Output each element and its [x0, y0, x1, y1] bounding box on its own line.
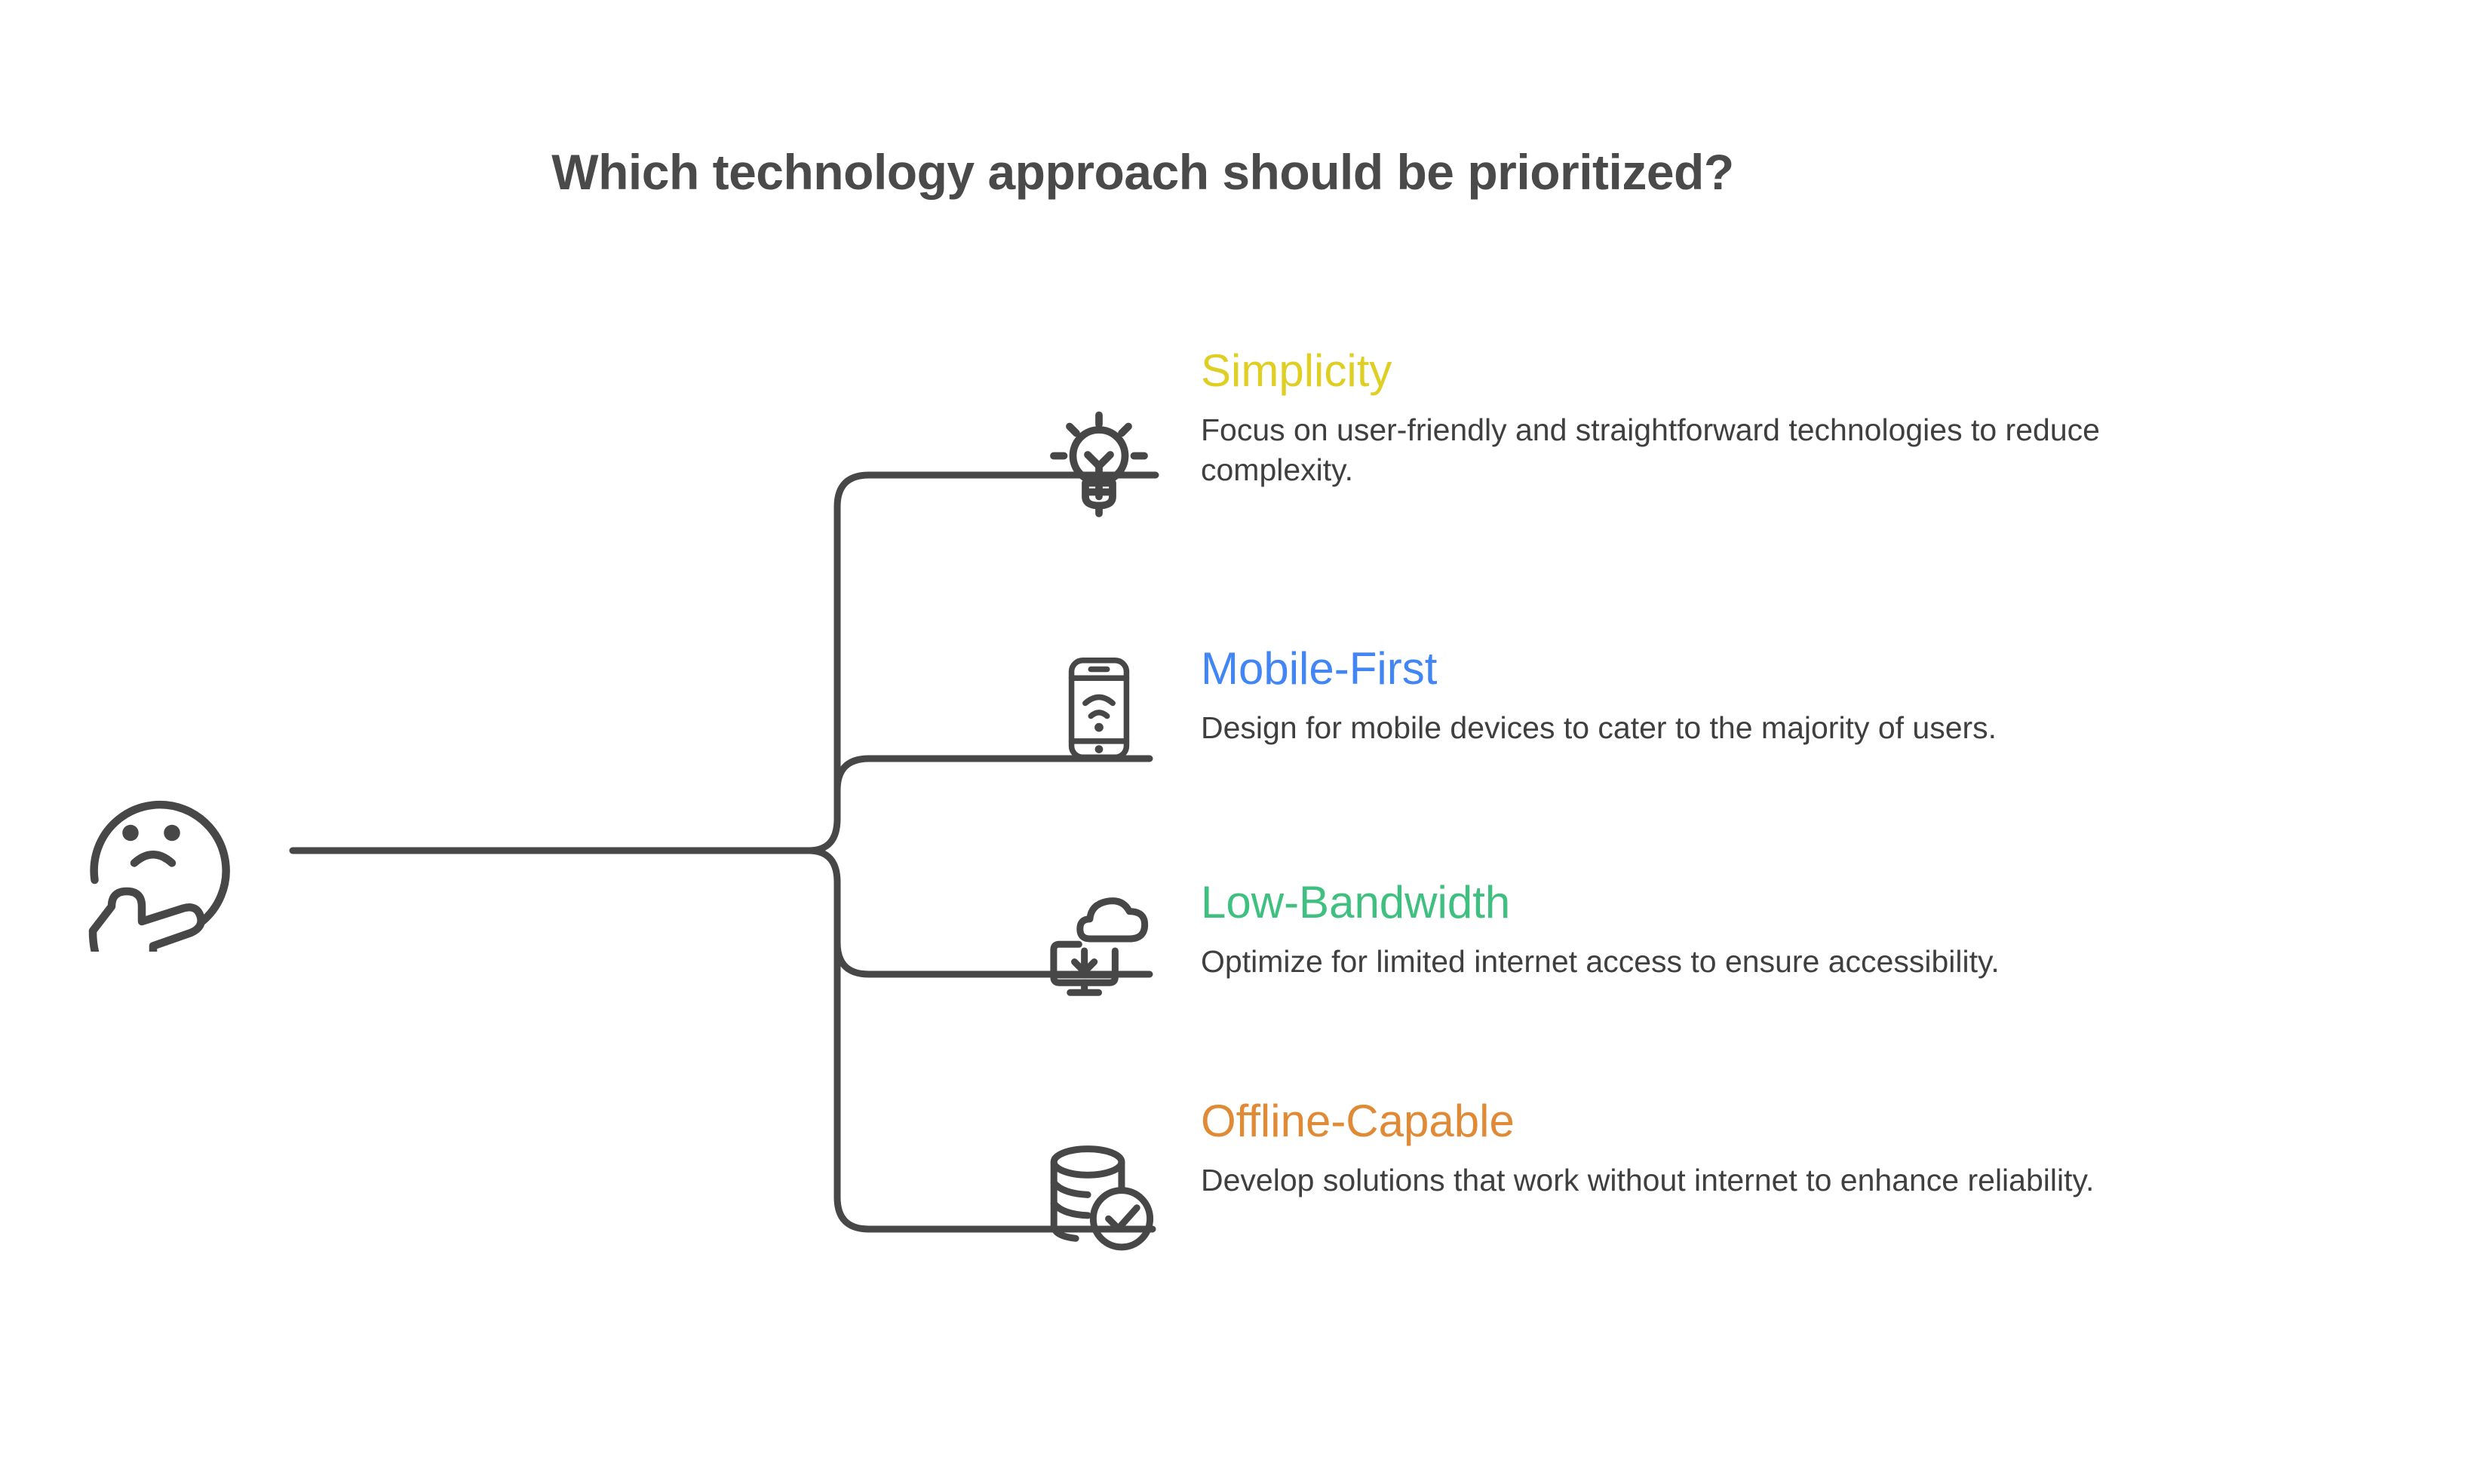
branch-heading: Mobile-First — [1201, 643, 1438, 694]
branch-text-offline-capable: Offline-Capable Develop solutions that w… — [1201, 1097, 2117, 1200]
page-title: Which technology approach should be prio… — [551, 144, 1734, 200]
branch-heading: Simplicity — [1201, 345, 1392, 396]
branch-heading: Offline-Capable — [1201, 1096, 1515, 1146]
branch-body: Optimize for limited internet access to … — [1201, 943, 2000, 979]
branch-text-low-bandwidth: Low-Bandwidth Optimize for limited inter… — [1201, 878, 2117, 982]
branch-body: Develop solutions that work without inte… — [1201, 1162, 2095, 1197]
thinking-face-icon — [88, 800, 230, 952]
branch-text-simplicity: Simplicity Focus on user-friendly and st… — [1201, 347, 2117, 490]
mobile-wifi-icon — [1068, 657, 1130, 761]
database-check-icon — [1050, 1145, 1154, 1251]
branch-body: Design for mobile devices to cater to th… — [1201, 710, 1997, 745]
cloud-download-monitor-icon — [1050, 897, 1149, 996]
branch-body: Focus on user-friendly and straightforwa… — [1201, 412, 2100, 487]
lightbulb-icon — [1050, 411, 1148, 517]
branch-heading: Low-Bandwidth — [1201, 877, 1511, 928]
branch-text-mobile-first: Mobile-First Design for mobile devices t… — [1201, 645, 2117, 748]
